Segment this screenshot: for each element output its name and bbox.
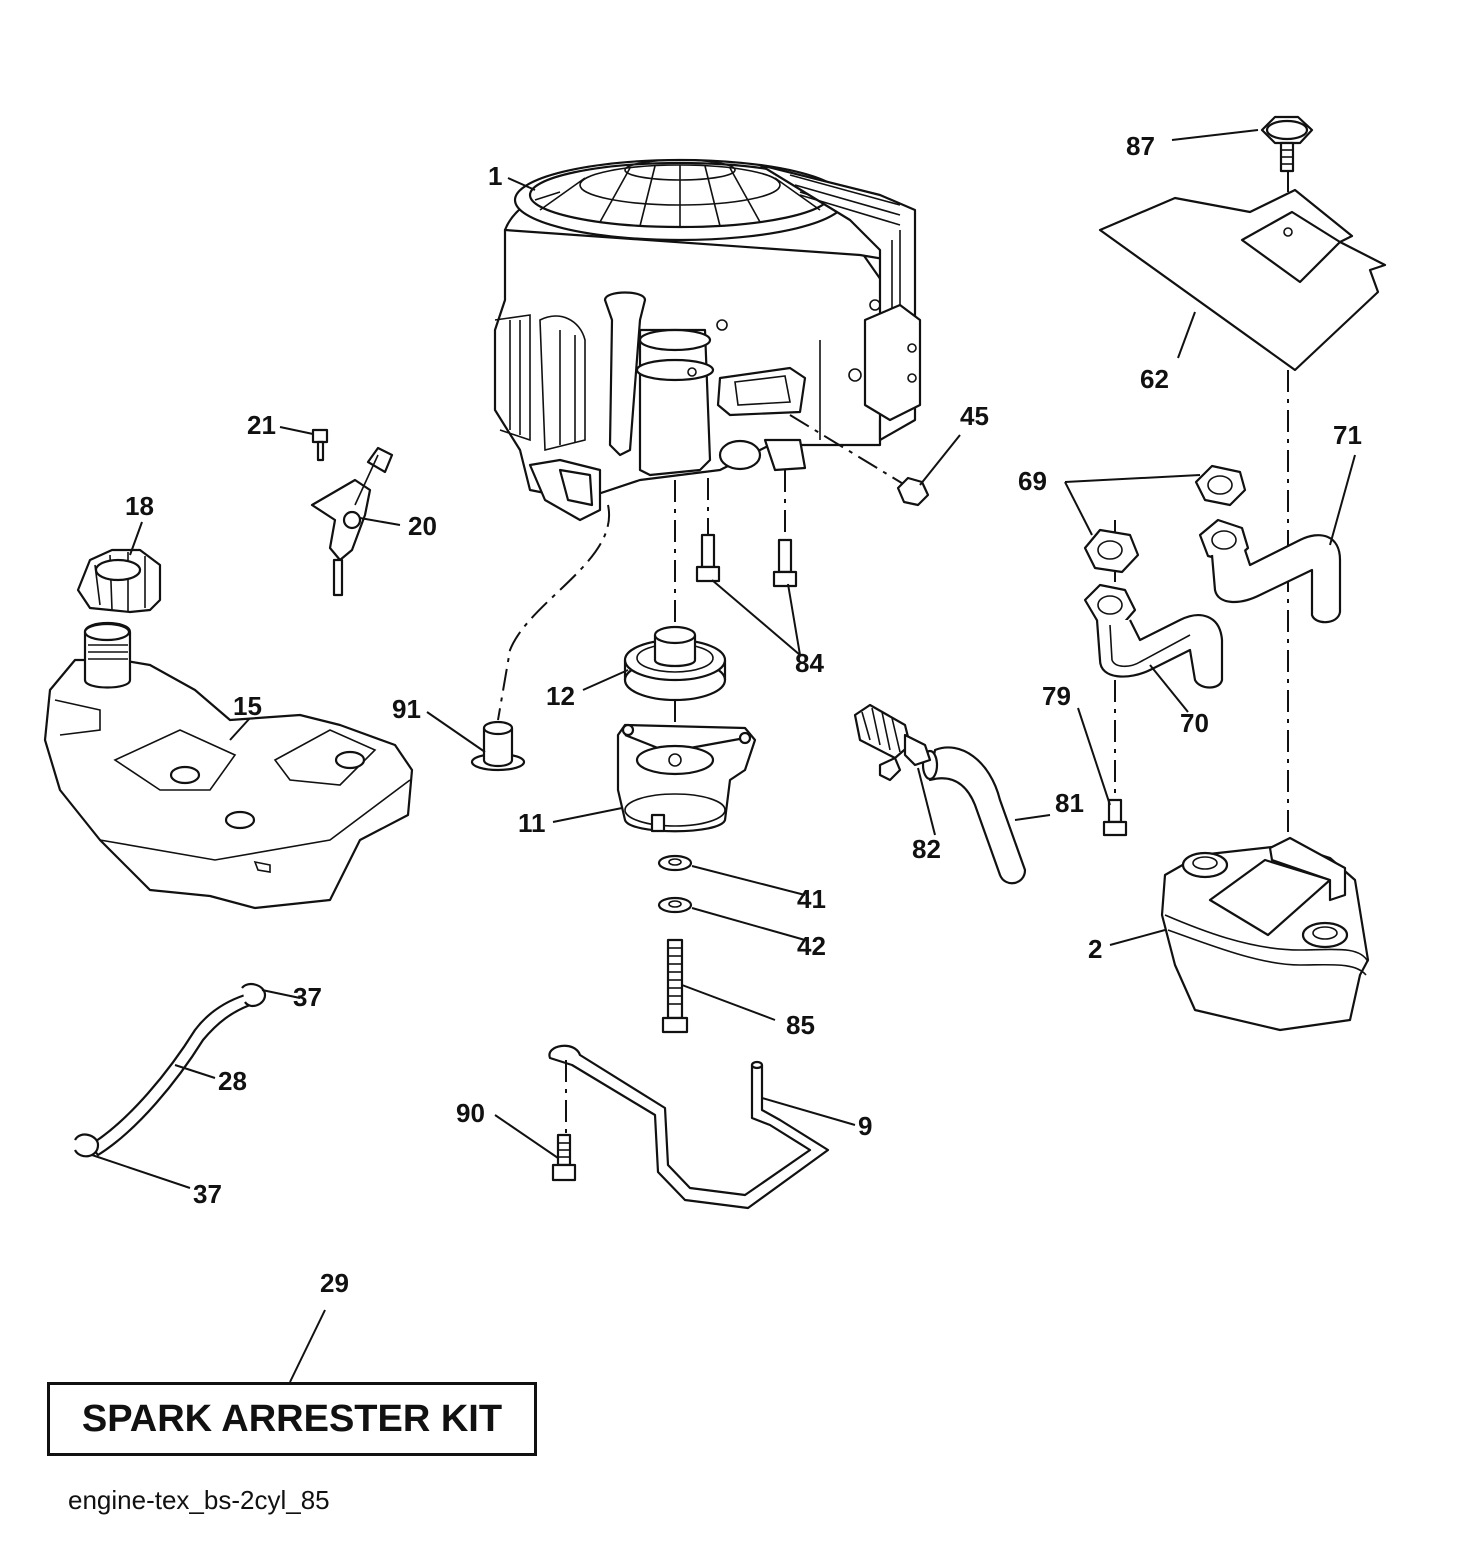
label-pto-clutch: 11 xyxy=(518,808,546,838)
label-screw-21: 21 xyxy=(247,410,276,440)
label-gaskets: 69 xyxy=(1018,466,1047,496)
drawing-code: engine-tex_bs-2cyl_85 xyxy=(68,1485,330,1515)
label-fuel-tank: 15 xyxy=(233,691,262,721)
pulley-drawing xyxy=(623,625,727,702)
label-clamp-lower: 37 xyxy=(193,1179,222,1209)
label-engine: 1 xyxy=(488,161,502,191)
bolts-84-drawing xyxy=(695,533,798,588)
spark-arrester-kit-box: SPARK ARRESTER KIT xyxy=(47,1382,537,1456)
label-clamp-upper: 37 xyxy=(293,982,322,1012)
fuel-cap-drawing xyxy=(76,548,162,614)
label-spark-arrester-kit-ref: 29 xyxy=(320,1268,349,1298)
label-muffler: 2 xyxy=(1088,934,1102,964)
label-exhaust-pipe-71: 71 xyxy=(1333,420,1362,450)
bolt-87-drawing xyxy=(1260,115,1314,173)
label-bolt-79: 79 xyxy=(1042,681,1071,711)
fuel-line-drawing xyxy=(74,982,267,1158)
label-pulley: 12 xyxy=(546,681,575,711)
label-oil-drain-hose: 9 xyxy=(858,1111,872,1141)
bolt-79-drawing xyxy=(1102,798,1128,837)
label-heat-shield: 62 xyxy=(1140,364,1169,394)
heat-shield-drawing xyxy=(1098,188,1387,372)
label-hose-81: 81 xyxy=(1055,788,1084,818)
exhaust-pipes-drawing xyxy=(1083,464,1342,689)
label-bolts-84: 84 xyxy=(795,648,824,678)
oil-drain-valve-drawing xyxy=(853,703,1027,885)
oil-drain-tube-drawing xyxy=(548,1044,830,1210)
label-throttle-bracket: 20 xyxy=(408,511,437,541)
label-bolt-85: 85 xyxy=(786,1010,815,1040)
label-washer-41: 41 xyxy=(797,884,826,914)
label-washer-42: 42 xyxy=(797,931,826,961)
washers-drawing xyxy=(657,854,693,914)
label-fuel-cap: 18 xyxy=(125,491,154,521)
leader-lines xyxy=(91,129,1356,1383)
muffler-drawing xyxy=(1160,836,1370,1032)
engine-drawing xyxy=(493,158,922,522)
label-fuel-line: 28 xyxy=(218,1066,247,1096)
spark-arrester-kit-label: SPARK ARRESTER KIT xyxy=(81,1397,503,1440)
fuel-tank-drawing xyxy=(43,622,414,910)
pto-clutch-drawing xyxy=(616,723,757,833)
bolt-85-drawing xyxy=(661,938,689,1034)
label-bolt-90: 90 xyxy=(456,1098,485,1128)
label-valve-82: 82 xyxy=(912,834,941,864)
bushing-91-drawing xyxy=(470,720,526,772)
label-exhaust-pipe-70: 70 xyxy=(1180,708,1209,738)
label-bushing-91: 91 xyxy=(392,694,421,724)
throttle-bracket-drawing xyxy=(310,428,394,597)
part-labels: 1 2 9 11 12 15 18 20 21 28 29 37 37 41 4… xyxy=(125,131,1362,1298)
label-nut-45: 45 xyxy=(960,401,989,431)
label-bolt-87: 87 xyxy=(1126,131,1155,161)
